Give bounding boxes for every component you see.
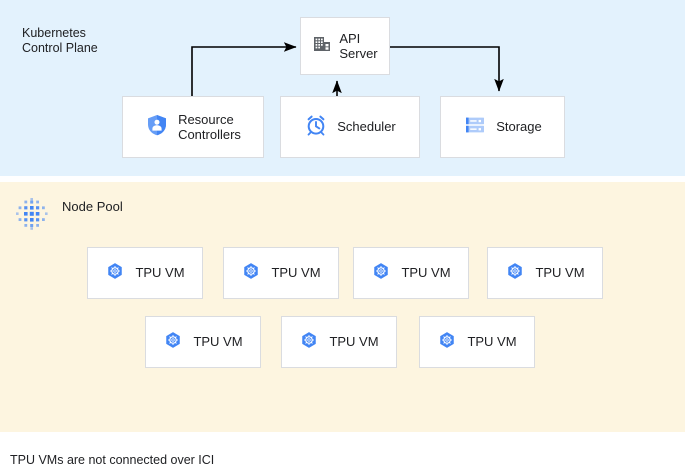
hexagon-gear-icon: [163, 330, 183, 355]
tpu-vm-label: TPU VM: [329, 334, 379, 350]
dot-grid-icon: [12, 194, 52, 234]
alarm-clock-icon: [304, 113, 328, 142]
hexagon-gear-icon: [437, 330, 457, 355]
scheduler-node[interactable]: Scheduler: [280, 96, 420, 158]
control-plane-title: Kubernetes Control Plane: [22, 26, 98, 55]
tpu-vm-label: TPU VM: [401, 265, 451, 281]
tpu-vm-node[interactable]: TPU VM: [419, 316, 535, 368]
hexagon-gear-icon: [371, 261, 391, 286]
tpu-vm-node[interactable]: TPU VM: [487, 247, 603, 299]
api-server-node[interactable]: API Server: [300, 17, 390, 75]
tpu-vm-node[interactable]: TPU VM: [223, 247, 339, 299]
tpu-vm-label: TPU VM: [271, 265, 321, 281]
scheduler-label: Scheduler: [337, 119, 396, 135]
tpu-vm-node[interactable]: TPU VM: [87, 247, 203, 299]
tpu-vm-label: TPU VM: [535, 265, 585, 281]
resource-controllers-node[interactable]: Resource Controllers: [122, 96, 264, 158]
tpu-vm-node[interactable]: TPU VM: [353, 247, 469, 299]
tpu-vm-node[interactable]: TPU VM: [145, 316, 261, 368]
hexagon-gear-icon: [241, 261, 261, 286]
shield-user-icon: [145, 113, 169, 142]
tpu-vm-label: TPU VM: [193, 334, 243, 350]
hexagon-gear-icon: [299, 330, 319, 355]
hexagon-gear-icon: [105, 261, 125, 286]
server-rack-icon: [463, 113, 487, 142]
diagram-caption: TPU VMs are not connected over ICI: [10, 453, 215, 467]
hexagon-gear-icon: [505, 261, 525, 286]
storage-label: Storage: [496, 119, 542, 135]
building-icon: [312, 34, 332, 59]
storage-node[interactable]: Storage: [440, 96, 565, 158]
node-pool-title: Node Pool: [62, 199, 123, 214]
resource-controllers-label: Resource Controllers: [178, 111, 241, 143]
tpu-vm-node[interactable]: TPU VM: [281, 316, 397, 368]
api-server-label: API Server: [339, 30, 378, 62]
tpu-vm-label: TPU VM: [467, 334, 517, 350]
tpu-vm-label: TPU VM: [135, 265, 185, 281]
node-pool-panel: [0, 182, 685, 432]
